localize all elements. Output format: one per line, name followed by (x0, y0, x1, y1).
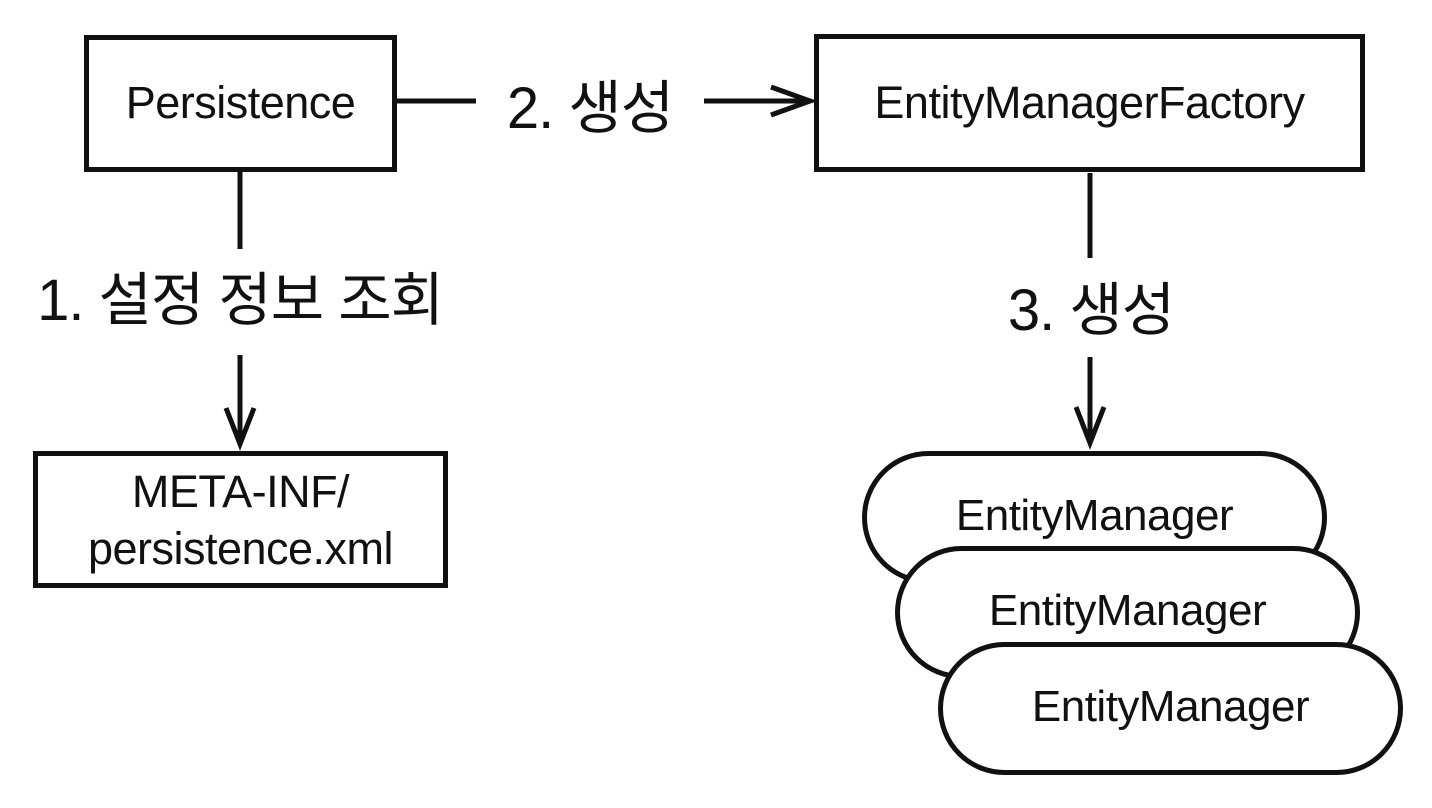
step2-arrowhead-right-icon (770, 84, 818, 118)
step1-arrowhead-down-icon (223, 407, 257, 451)
persistence-label: Persistence (125, 77, 356, 129)
step3-arrowhead-down-icon (1073, 406, 1107, 450)
step2-edge-label: 2. 생성 (476, 70, 704, 141)
persistence-xml-label-line2: persistence.xml (87, 522, 394, 574)
entity-manager-node-3: EntityManager (938, 642, 1403, 775)
step3-edge-label: 3. 생성 (977, 272, 1205, 343)
entity-manager-factory-node: EntityManagerFactory (814, 34, 1365, 172)
entity-manager-label-3: EntityManager (1031, 682, 1310, 731)
persistence-xml-label-line1: META-INF/ (131, 465, 350, 517)
step1-edge-label: 1. 설정 정보 조회 (18, 260, 462, 333)
persistence-xml-label: META-INF/persistence.xml (87, 463, 394, 577)
entity-manager-label-1: EntityManager (955, 491, 1234, 540)
persistence-node: Persistence (84, 35, 397, 172)
persistence-xml-node: META-INF/persistence.xml (33, 451, 448, 588)
entity-manager-factory-label: EntityManagerFactory (874, 76, 1305, 128)
entity-manager-label-2: EntityManager (988, 586, 1267, 635)
